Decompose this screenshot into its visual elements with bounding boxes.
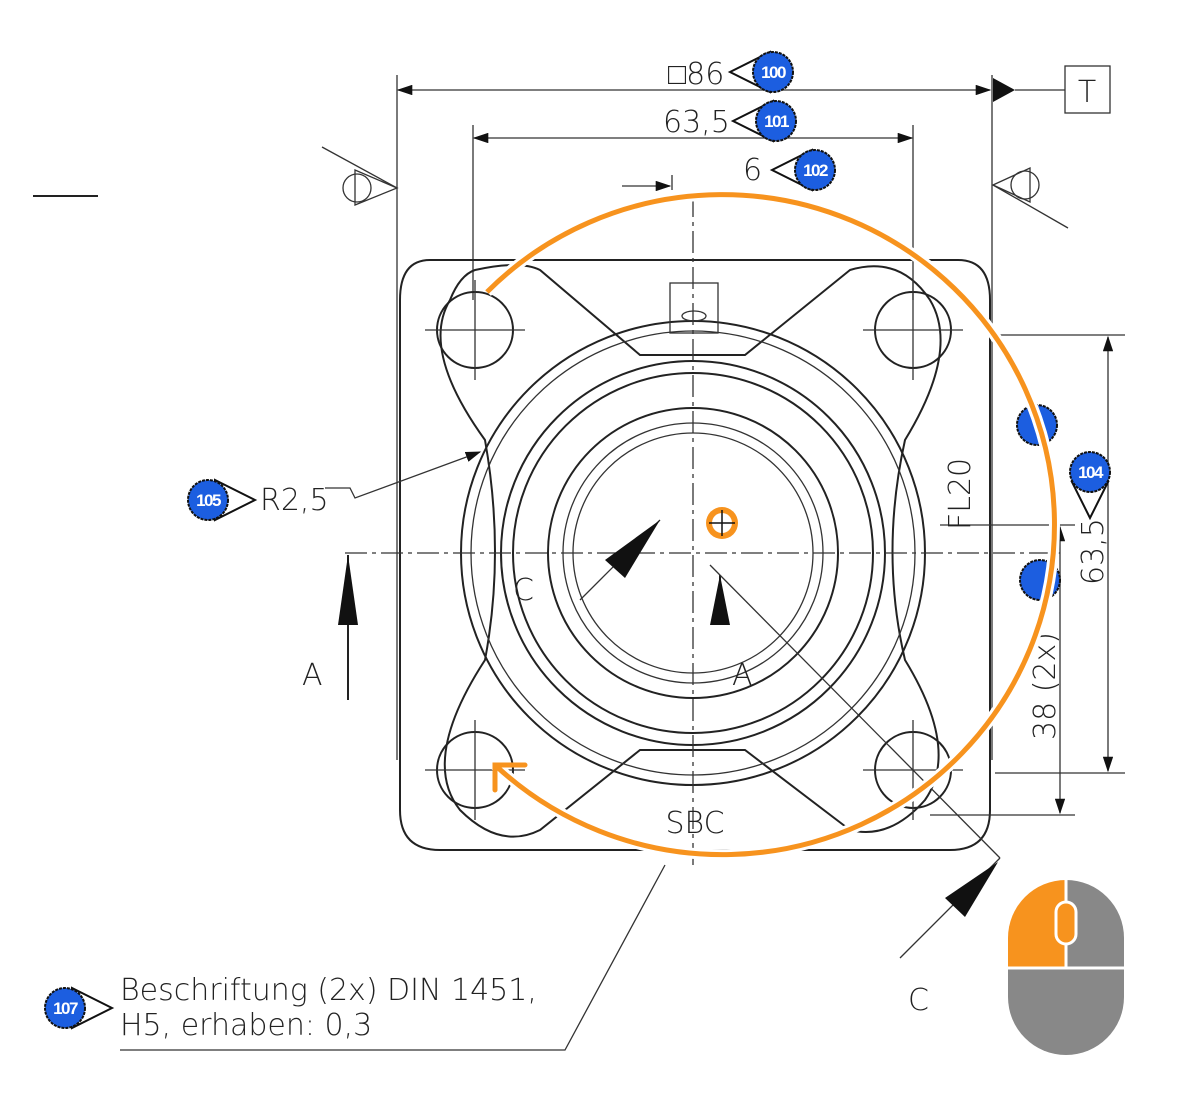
section-label: A — [732, 658, 753, 693]
dimension-slot[interactable]: 6 — [622, 153, 762, 192]
balloon-number: 104 — [1078, 463, 1104, 482]
dimension-bolt-spacing[interactable]: 63,5 — [472, 105, 914, 144]
section-label: C — [908, 983, 929, 1018]
section-label: C — [513, 573, 534, 608]
dimension-square-86[interactable]: □86 — [396, 57, 992, 96]
mouse-left-click-icon — [1008, 880, 1124, 1055]
marking-text: SBC — [665, 806, 724, 841]
datum-label: T — [1078, 75, 1096, 110]
balloon-number: 102 — [803, 161, 828, 180]
balloon-102[interactable]: 102 — [769, 148, 836, 192]
dimension-text: □86 — [668, 57, 724, 92]
balloon-number: 101 — [764, 112, 789, 131]
section-c-marker[interactable]: C C — [513, 519, 1001, 1018]
dimension-text: 63,5 — [663, 105, 730, 140]
datum-t[interactable]: T — [993, 65, 1111, 114]
note-line: Beschriftung (2x) DIN 1451, — [120, 973, 537, 1008]
rotate-arrow-icon — [483, 189, 1060, 861]
balloon-100[interactable]: 100 — [727, 50, 794, 94]
dimension-text: R2,5 — [260, 483, 329, 518]
note-callout[interactable]: Beschriftung (2x) DIN 1451, H5, erhaben:… — [120, 864, 666, 1051]
surface-finish-symbol-left — [321, 146, 399, 206]
radius-callout[interactable]: R2,5 — [260, 451, 482, 518]
balloon-number: 107 — [53, 999, 78, 1018]
balloon-number: 100 — [761, 63, 786, 82]
dimension-text: FL20 — [943, 458, 978, 530]
balloon-number: 105 — [196, 491, 221, 510]
pivot-crosshair-icon — [706, 507, 738, 539]
section-label: A — [302, 658, 323, 693]
centerlines — [345, 195, 1060, 870]
section-a-marker[interactable]: A A — [302, 555, 753, 700]
balloon-105[interactable]: 105 — [187, 478, 258, 522]
balloon-107[interactable]: 107 — [44, 986, 115, 1030]
balloon-101[interactable]: 101 — [730, 99, 797, 143]
balloon-104[interactable]: 104 — [1069, 451, 1111, 521]
surface-finish-symbol-right — [991, 166, 1069, 229]
dimension-text: 63,5 — [1076, 518, 1111, 585]
dimension-text: 6 — [743, 153, 762, 188]
flange-housing[interactable] — [399, 259, 991, 851]
note-line: H5, erhaben: 0,3 — [120, 1008, 372, 1043]
